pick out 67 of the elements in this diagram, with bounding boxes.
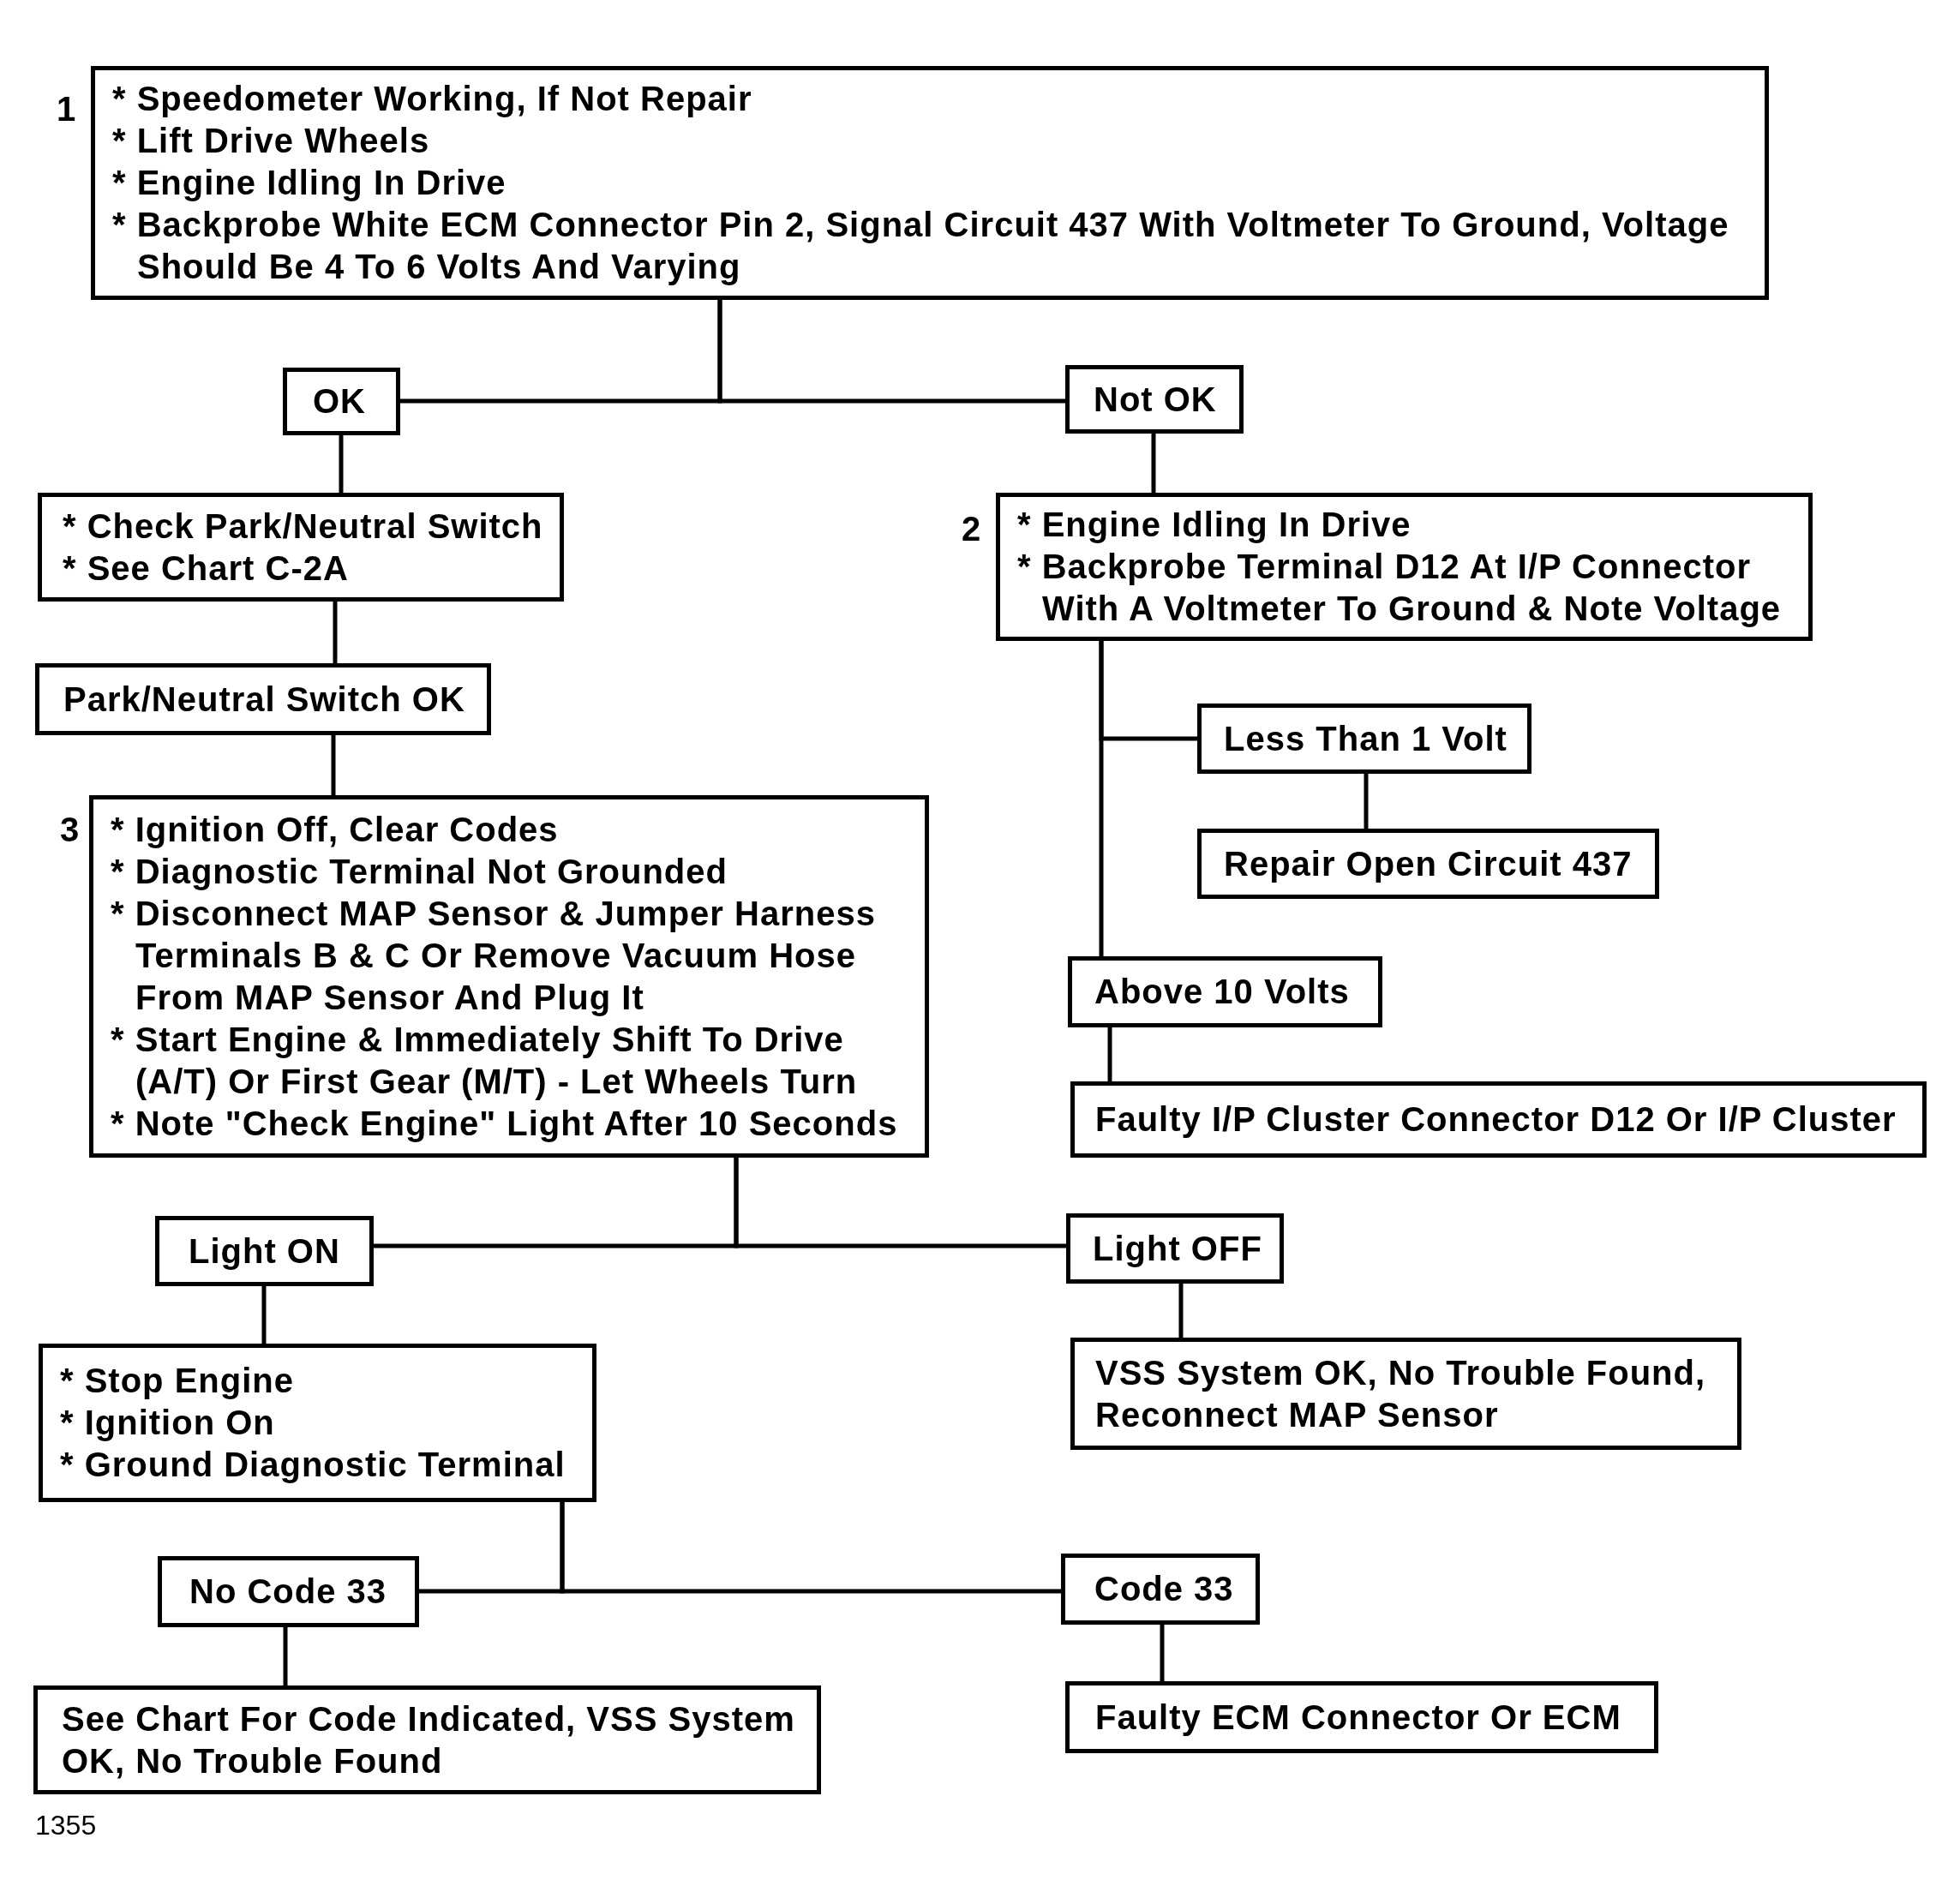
- box-text: Faulty ECM Connector Or ECM: [1095, 1697, 1622, 1738]
- connector-line: [339, 435, 344, 493]
- step-number: 3: [60, 810, 80, 850]
- result-box: [1061, 1554, 1260, 1625]
- box-text: VSS System OK, No Trouble Found, Reconnect MAP Sensor: [1095, 1352, 1707, 1435]
- bullet-text: * Speedometer Working, If Not Repair: [112, 79, 753, 119]
- step-box: [39, 1344, 596, 1502]
- bullet-text: * Backprobe Terminal D12 At I/P Connector With A Voltmeter To Ground & Note Voltage: [1017, 547, 1783, 629]
- box-text: Light ON: [189, 1230, 341, 1272]
- bullet-text: * Diagnostic Terminal Not Grounded: [111, 851, 728, 892]
- result-box: [155, 1216, 374, 1286]
- box-text: Code 33: [1094, 1569, 1235, 1609]
- result-box: [1065, 365, 1244, 434]
- bullet-text: * Ignition Off, Clear Codes: [111, 809, 560, 850]
- box-text: No Code 33: [189, 1572, 388, 1612]
- bullet-text: * Lift Drive Wheels: [112, 121, 431, 161]
- box-text: Repair Open Circuit 437: [1224, 843, 1633, 884]
- connector-line: [1364, 774, 1369, 829]
- bullet-text: * Disconnect MAP Sensor & Jumper Harness Terminals B & C Or Remove Vacuum Hose From MAP Sensor And Plug It: [111, 893, 877, 1018]
- bullet-text: * Engine Idling In Drive: [1017, 505, 1412, 545]
- result-box: [1068, 956, 1382, 1027]
- connector-line: [261, 1286, 267, 1344]
- connector-line: [734, 1158, 1066, 1248]
- connector-line: [1151, 434, 1156, 493]
- result-box: [1070, 1081, 1927, 1158]
- box-text: Above 10 Volts: [1094, 972, 1351, 1012]
- box-text: Not OK: [1094, 379, 1218, 420]
- result-box: [1065, 1681, 1658, 1753]
- box-text: See Chart For Code Indicated, VSS System OK, No Trouble Found: [62, 1698, 796, 1781]
- step-box: [91, 66, 1769, 300]
- step-box: [996, 493, 1813, 641]
- bullet-text: * Ground Diagnostic Terminal: [60, 1445, 566, 1485]
- box-text: Faulty I/P Cluster Connector D12 Or I/P Cluster: [1095, 1099, 1897, 1140]
- result-box: [1070, 1338, 1741, 1450]
- step-number: 2: [962, 509, 981, 549]
- result-box: [1197, 829, 1659, 899]
- box-text: OK: [313, 381, 367, 422]
- result-box: [283, 368, 400, 435]
- step-box: [38, 493, 564, 602]
- result-box: [1197, 704, 1531, 774]
- connector-line: [1107, 1027, 1112, 1081]
- result-box: [35, 663, 491, 735]
- box-text: Light OFF: [1093, 1228, 1263, 1269]
- connector-line: [1160, 1625, 1165, 1681]
- bullet-text: * Start Engine & Immediately Shift To Drive (A/T) Or First Gear (M/T) - Let Wheels Turn: [111, 1019, 859, 1102]
- bullet-text: * Stop Engine: [60, 1361, 295, 1401]
- result-box: [158, 1556, 419, 1627]
- step-number: 1: [57, 89, 76, 129]
- connector-line: [560, 1502, 1061, 1594]
- result-box: [33, 1685, 821, 1794]
- bullet-text: * See Chart C-2A: [63, 548, 350, 589]
- box-text: Less Than 1 Volt: [1224, 718, 1508, 759]
- connector-line: [333, 602, 338, 663]
- connector-line: [331, 735, 336, 795]
- box-text: Park/Neutral Switch OK: [63, 679, 466, 720]
- bullet-text: * Check Park/Neutral Switch: [63, 506, 544, 547]
- step-box: [89, 795, 929, 1158]
- connector-line: [717, 300, 1065, 404]
- bullet-text: * Ignition On: [60, 1403, 276, 1443]
- connector-line: [283, 1627, 288, 1685]
- connector-line: [1099, 641, 1104, 956]
- bullet-text: * Note "Check Engine" Light After 10 Seconds: [111, 1103, 899, 1144]
- connector-line: [1178, 1284, 1184, 1338]
- figure-number: 1355: [35, 1810, 97, 1841]
- result-box: [1066, 1213, 1284, 1284]
- bullet-text: * Engine Idling In Drive: [112, 163, 507, 203]
- bullet-text: * Backprobe White ECM Connector Pin 2, Signal Circuit 437 With Voltmeter To Ground, Voltage Should Be 4 To 6 Volts And Varying: [112, 205, 1730, 287]
